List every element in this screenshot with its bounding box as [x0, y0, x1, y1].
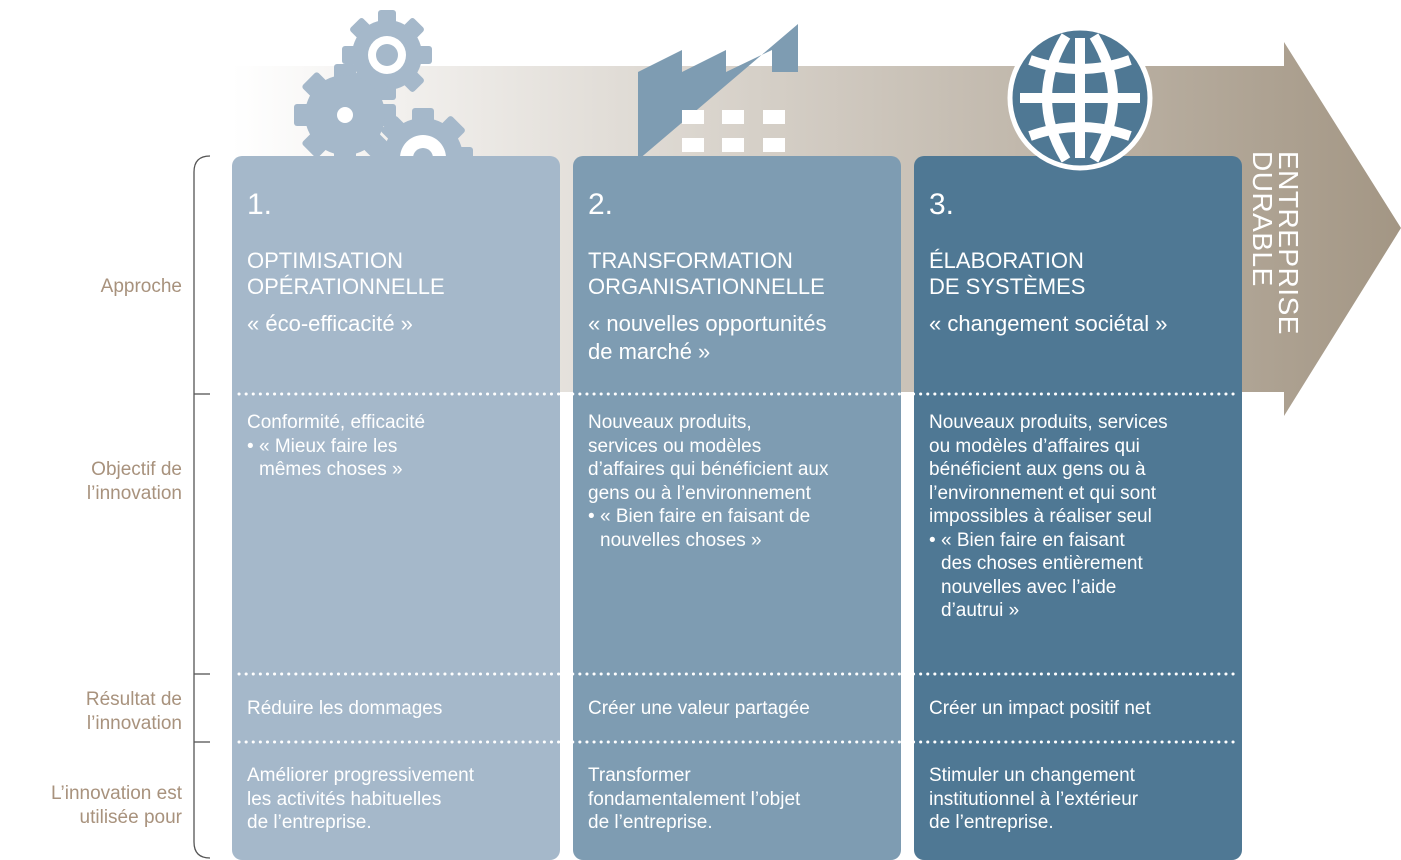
usage-cell: Améliorer progressivement les activités …	[247, 764, 552, 835]
column-title: ÉLABORATION DE SYSTÈMES	[929, 248, 1085, 300]
bullet-line: « Bien faire en faisant de	[600, 506, 811, 527]
objective-cell: Nouveaux produits, services ou modèles d…	[588, 411, 893, 552]
tagline-line: de marché »	[588, 339, 711, 364]
column-title: OPTIMISATION OPÉRATIONNELLE	[247, 248, 445, 300]
row-label-line: utilisée pour	[79, 807, 182, 828]
column-number: 2.	[588, 188, 614, 221]
usage-line: les activités habituelles	[247, 788, 442, 810]
objective-line: services ou modèles	[588, 435, 762, 457]
title-line: DE SYSTÈMES	[929, 274, 1086, 299]
usage-line: de l’entreprise.	[247, 812, 372, 833]
objective-line: bénéficient aux gens ou à	[929, 459, 1146, 480]
bullet-dot: •	[929, 529, 936, 551]
usage-cell: Transformer fondamentalement l’objet de …	[588, 764, 893, 835]
row-label-result: Résultat de l’innovation	[2, 688, 182, 736]
title-line: OPTIMISATION	[247, 248, 404, 273]
result-cell: Créer une valeur partagée	[588, 697, 893, 721]
row-label-objective: Objectif de l’innovation	[2, 458, 182, 506]
bullet-dot: •	[247, 435, 254, 457]
bullet-line: nouvelles avec l’aide	[941, 576, 1117, 598]
usage-line: Stimuler un changement	[929, 765, 1135, 786]
result-text: Créer un impact positif net	[929, 698, 1151, 719]
objective-line: Nouveaux produits,	[588, 412, 752, 433]
bullet-text: « Bien faire en faisant de nouvelles cho…	[600, 505, 810, 552]
column-1-panel	[232, 156, 560, 860]
usage-line: institutionnel à l’extérieur	[929, 788, 1139, 810]
result-cell: Réduire les dommages	[247, 697, 552, 721]
column-tagline: « nouvelles opportunités de marché »	[588, 310, 827, 366]
arrow-label: ENTREPRISE DURABLE	[1247, 151, 1304, 335]
result-text: Réduire les dommages	[247, 698, 443, 719]
objective-bullet: • « Mieux faire les mêmes choses »	[247, 435, 552, 482]
column-tagline: « changement sociétal »	[929, 310, 1168, 338]
column-number: 1.	[247, 188, 273, 221]
objective-line: d’affaires qui bénéficient aux	[588, 459, 829, 480]
row-label-usage: L’innovation est utilisée pour	[2, 782, 182, 830]
bullet-line: nouvelles choses »	[600, 529, 762, 551]
result-text: Créer une valeur partagée	[588, 698, 810, 719]
usage-line: de l’entreprise.	[929, 812, 1054, 833]
usage-cell: Stimuler un changement institutionnel à …	[929, 764, 1234, 835]
column-title: TRANSFORMATION ORGANISATIONNELLE	[588, 248, 825, 300]
objective-cell: Conformité, efficacité • « Mieux faire l…	[247, 411, 552, 482]
column-1: 1. OPTIMISATION OPÉRATIONNELLE « éco-eff…	[232, 156, 560, 860]
title-line: OPÉRATIONNELLE	[247, 274, 445, 299]
bullet-line: « Mieux faire les	[259, 435, 398, 457]
gear-left	[294, 64, 396, 166]
bullet-text: « Bien faire en faisant des choses entiè…	[941, 529, 1143, 623]
objective-line: Nouveaux produits, services	[929, 412, 1168, 433]
arrow-label-line2: DURABLE	[1247, 151, 1278, 287]
objective-bullet: • « Bien faire en faisant des choses ent…	[929, 529, 1234, 623]
row-label-line: l’innovation	[86, 483, 182, 504]
result-cell: Créer un impact positif net	[929, 697, 1234, 721]
objective-line: Conformité, efficacité	[247, 412, 426, 433]
usage-line: de l’entreprise.	[588, 812, 713, 833]
bullet-line: d’autrui »	[941, 600, 1020, 621]
objective-line: ou modèles d’affaires qui	[929, 435, 1140, 457]
factory-icon	[638, 24, 798, 160]
objective-line: l’environnement et qui sont	[929, 482, 1157, 504]
arrow-label-line1: ENTREPRISE	[1273, 151, 1304, 335]
column-number: 3.	[929, 188, 955, 221]
column-3-panel	[914, 156, 1242, 860]
bullet-dot: •	[588, 506, 595, 527]
tagline-line: « éco-efficacité »	[247, 311, 413, 336]
row-label-line: l’innovation	[86, 713, 182, 734]
gear-top	[342, 10, 432, 100]
globe-icon	[1007, 25, 1153, 171]
bullet-line: mêmes choses »	[259, 459, 403, 480]
row-bracket	[193, 155, 211, 859]
objective-line: gens ou à l’environnement	[588, 482, 811, 504]
column-2: 2. TRANSFORMATION ORGANISATIONNELLE « no…	[573, 156, 901, 860]
row-label-approach: Approche	[2, 275, 182, 299]
bullet-line: des choses entièrement	[941, 553, 1143, 574]
bullet-line: « Bien faire en faisant	[941, 529, 1125, 551]
objective-cell: Nouveaux produits, services ou modèles d…	[929, 411, 1234, 623]
tagline-line: « nouvelles opportunités	[588, 311, 827, 336]
usage-line: Améliorer progressivement	[247, 765, 475, 786]
title-line: ÉLABORATION	[929, 248, 1084, 273]
row-label-line: Objectif de	[91, 459, 182, 480]
column-2-panel	[573, 156, 901, 860]
usage-line: fondamentalement l’objet	[588, 788, 801, 810]
row-label-line: L’innovation est	[51, 783, 182, 804]
objective-line: impossibles à réaliser seul	[929, 506, 1152, 527]
row-label-approach-text: Approche	[100, 276, 182, 297]
bullet-text: « Mieux faire les mêmes choses »	[259, 435, 403, 482]
title-line: ORGANISATIONNELLE	[588, 274, 825, 299]
usage-line: Transformer	[588, 765, 691, 786]
row-label-line: Résultat de	[85, 689, 182, 710]
column-3: 3. ÉLABORATION DE SYSTÈMES « changement …	[914, 156, 1242, 860]
title-line: TRANSFORMATION	[588, 248, 793, 273]
column-tagline: « éco-efficacité »	[247, 310, 413, 338]
tagline-line: « changement sociétal »	[929, 311, 1168, 336]
objective-bullet: • « Bien faire en faisant de nouvelles c…	[588, 505, 893, 552]
